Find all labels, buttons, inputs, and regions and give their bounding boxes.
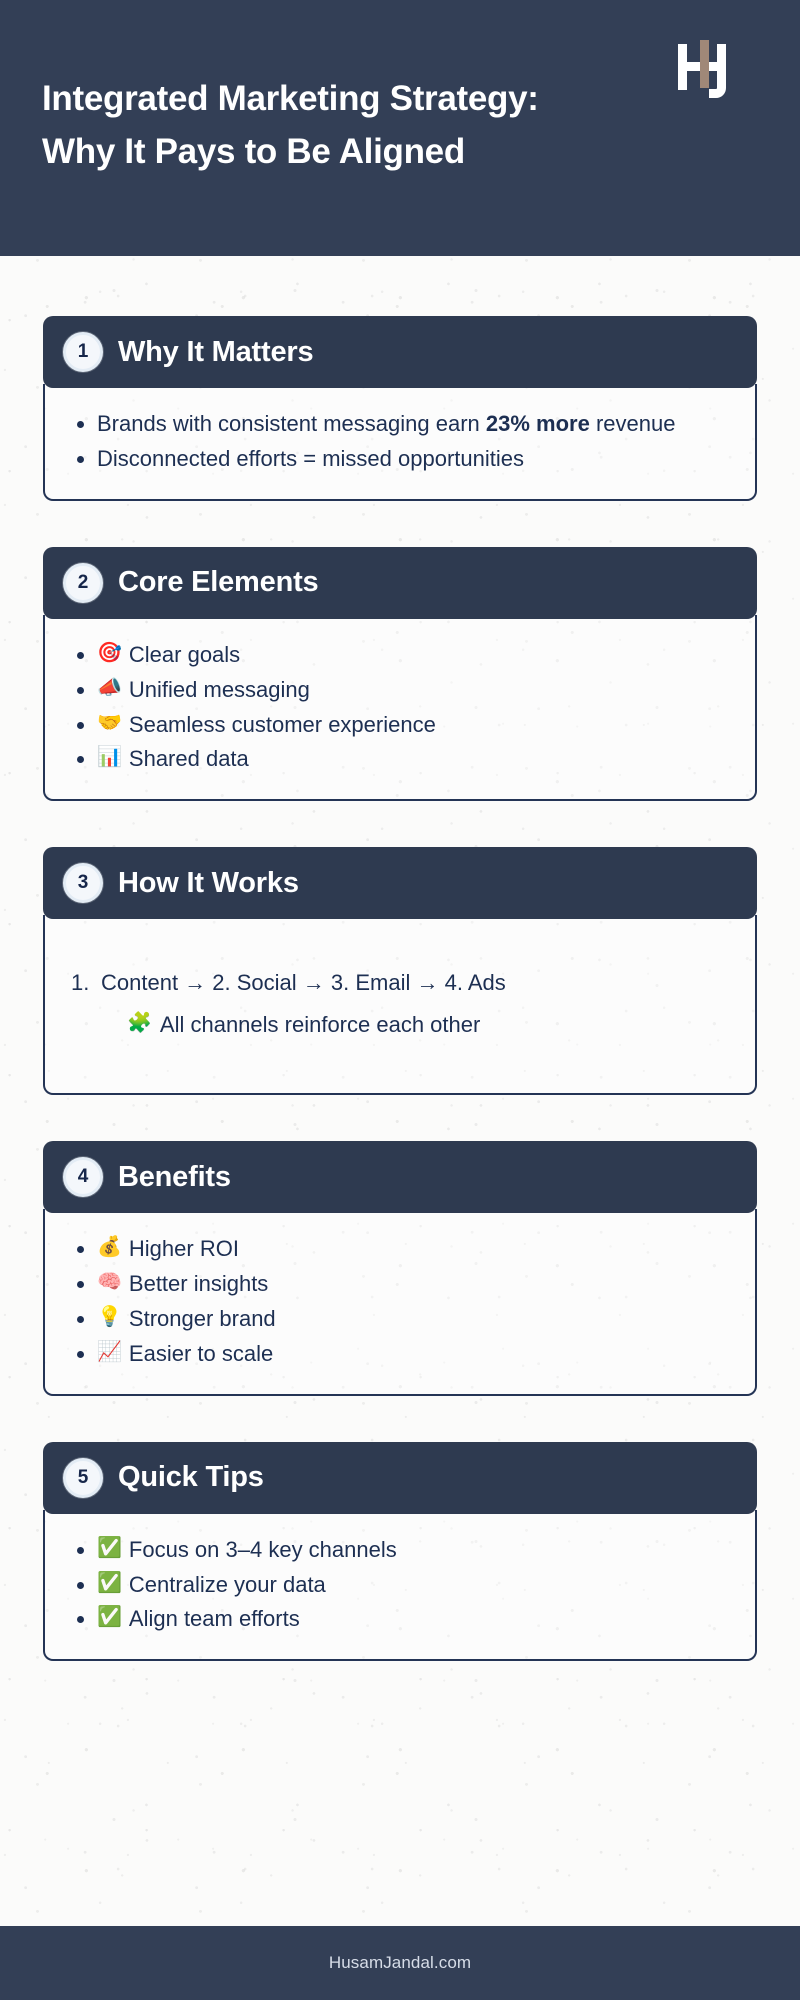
section-number-badge-5: 5 <box>63 1457 103 1498</box>
section-why-it-matters: 1 Why It Matters Brands with consistent … <box>43 316 757 501</box>
list-item-text: Better insights <box>128 1271 269 1297</box>
section-header-1: 1 Why It Matters <box>43 316 757 388</box>
list-item-text: Clear goals <box>128 641 241 667</box>
list-item-text: Disconnected efforts = missed opportunit… <box>97 445 524 471</box>
section-body-5: ✅ Focus on 3–4 key channels ✅ Centralize… <box>43 1509 757 1662</box>
section-title-5: Quick Tips <box>118 1461 264 1494</box>
section-title-1: Why It Matters <box>118 335 314 368</box>
section-header-4: 4 Benefits <box>43 1141 757 1214</box>
list-item: ✅ Centralize your data <box>71 1569 729 1601</box>
chart-increasing-icon: 📈 <box>97 1340 122 1363</box>
section-header-2: 2 Core Elements <box>43 546 757 619</box>
bullet-list-5: ✅ Focus on 3–4 key channels ✅ Centralize… <box>71 1534 729 1636</box>
list-item-text: Brands with consistent messaging earn 23… <box>97 411 676 436</box>
flow-subnote-text: All channels reinforce each other <box>159 1012 481 1038</box>
handshake-icon: 🤝 <box>97 711 122 734</box>
list-item: Brands with consistent messaging earn 23… <box>71 408 729 440</box>
section-title-3: How It Works <box>118 866 299 899</box>
section-title-2: Core Elements <box>118 566 319 599</box>
list-item: 📊 Shared data <box>71 743 729 775</box>
page-footer: HusamJandal.com <box>0 1926 800 2000</box>
brain-icon: 🧠 <box>97 1271 122 1294</box>
check-mark-icon: ✅ <box>97 1606 122 1629</box>
page-title: Integrated Marketing Strategy: Why It Pa… <box>42 72 539 178</box>
list-item: ✅ Focus on 3–4 key channels <box>71 1534 729 1566</box>
section-header-3: 3 How It Works <box>43 847 757 920</box>
money-bag-icon: 💰 <box>97 1236 122 1259</box>
section-body-4: 💰 Higher ROI 🧠 Better insights 💡 Stronge… <box>43 1209 757 1396</box>
list-item-text: Shared data <box>128 746 249 772</box>
list-item: ✅ Align team efforts <box>71 1603 729 1635</box>
list-item-text: Seamless customer experience <box>128 711 436 737</box>
flow-text: Content → 2. Social → 3. Email → 4. Ads <box>101 970 506 996</box>
page-title-line-2: Why It Pays to Be Aligned <box>42 132 465 172</box>
section-body-3: 1. Content → 2. Social → 3. Email → 4. A… <box>43 915 757 1096</box>
puzzle-piece-icon: 🧩 <box>127 1012 152 1035</box>
section-number-badge-2: 2 <box>63 562 103 603</box>
section-header-5: 5 Quick Tips <box>43 1441 757 1514</box>
list-item: 💰 Higher ROI <box>71 1233 729 1265</box>
list-item: 🎯 Clear goals <box>71 639 729 671</box>
list-item: 🤝 Seamless customer experience <box>71 709 729 741</box>
list-item: Disconnected efforts = missed opportunit… <box>71 443 729 475</box>
list-item-text: Unified messaging <box>128 676 310 702</box>
section-how-it-works: 3 How It Works 1. Content → 2. Social → … <box>43 847 757 1096</box>
section-core-elements: 2 Core Elements 🎯 Clear goals 📣 Unified … <box>43 546 757 802</box>
check-mark-icon: ✅ <box>97 1536 122 1559</box>
dart-icon: 🎯 <box>97 641 122 664</box>
bullet-list-1: Brands with consistent messaging earn 23… <box>71 408 729 475</box>
footer-website-text: HusamJandal.com <box>328 1953 472 1972</box>
check-mark-icon: ✅ <box>97 1571 122 1594</box>
flow-line: 1. Content → 2. Social → 3. Email → 4. A… <box>71 967 729 999</box>
list-item-text: Stronger brand <box>128 1305 276 1331</box>
list-item: 📈 Easier to scale <box>71 1338 729 1370</box>
flow-subnote: 🧩 All channels reinforce each other <box>71 1009 729 1041</box>
section-benefits: 4 Benefits 💰 Higher ROI 🧠 Better insight… <box>43 1141 757 1396</box>
flow-marker: 1. <box>71 970 90 996</box>
section-title-4: Benefits <box>118 1160 231 1193</box>
list-item-text: Focus on 3–4 key channels <box>128 1536 397 1562</box>
light-bulb-icon: 💡 <box>97 1305 122 1328</box>
section-number-badge-4: 4 <box>63 1157 103 1198</box>
section-body-2: 🎯 Clear goals 📣 Unified messaging 🤝 Seam… <box>43 614 757 802</box>
list-item-text: Centralize your data <box>128 1571 326 1597</box>
list-item-text: Align team efforts <box>128 1606 300 1632</box>
list-item: 💡 Stronger brand <box>71 1303 729 1335</box>
section-body-1: Brands with consistent messaging earn 23… <box>43 384 757 501</box>
page-title-line-1: Integrated Marketing Strategy: <box>42 79 539 118</box>
bullet-list-4: 💰 Higher ROI 🧠 Better insights 💡 Stronge… <box>71 1233 729 1370</box>
bullet-list-2: 🎯 Clear goals 📣 Unified messaging 🤝 Seam… <box>71 639 729 776</box>
hj-monogram-logo <box>670 36 744 110</box>
list-item: 🧠 Better insights <box>71 1268 729 1300</box>
megaphone-icon: 📣 <box>97 676 122 699</box>
section-number-badge-1: 1 <box>63 332 103 372</box>
list-item-text: Higher ROI <box>128 1236 239 1262</box>
section-number-badge-3: 3 <box>63 863 103 904</box>
sections-container: 1 Why It Matters Brands with consistent … <box>0 256 800 1926</box>
page-header: Integrated Marketing Strategy: Why It Pa… <box>0 0 800 256</box>
bar-chart-icon: 📊 <box>97 746 122 769</box>
channel-flow: 1. Content → 2. Social → 3. Email → 4. A… <box>71 939 729 1069</box>
section-quick-tips: 5 Quick Tips ✅ Focus on 3–4 key channels… <box>43 1441 757 1662</box>
list-item-text: Easier to scale <box>128 1340 274 1366</box>
list-item: 📣 Unified messaging <box>71 674 729 706</box>
